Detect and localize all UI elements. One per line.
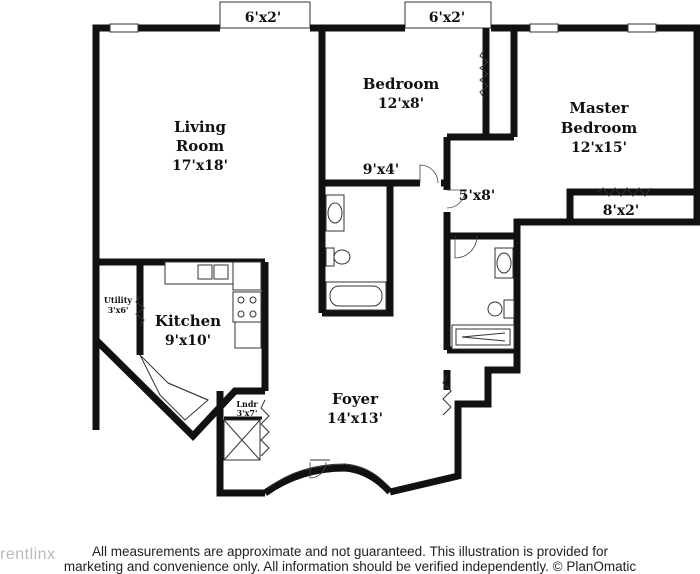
doors <box>309 164 478 479</box>
closet-dims-hall: 9'x4' <box>363 162 399 178</box>
room-name-master-2: Bedroom <box>561 119 638 137</box>
room-name-laundry: Lndr <box>236 399 258 409</box>
room-name-kitchen: Kitchen <box>155 312 221 330</box>
laundry-fixtures <box>223 416 262 461</box>
disclaimer: All measurements are approximate and not… <box>0 544 700 574</box>
exterior-walls <box>92 24 700 497</box>
balcony-right <box>404 1 492 29</box>
windows <box>109 23 657 33</box>
room-dims-bedroom: 12'x8' <box>378 96 424 112</box>
closet-dims-walk-in: 5'x8' <box>459 188 495 204</box>
room-dims-foyer: 14'x13' <box>327 411 383 427</box>
room-name-living-2: Room <box>176 137 224 155</box>
room-dims-living: 17'x18' <box>172 158 228 174</box>
room-dims-kitchen: 9'x10' <box>165 333 211 349</box>
room-dims-utility: 3'x6' <box>108 305 129 315</box>
room-dims-master: 12'x15' <box>571 140 627 156</box>
closet-dims-balcony-left: 6'x2' <box>245 10 281 26</box>
room-name-foyer: Foyer <box>332 390 379 408</box>
disclaimer-line-2: marketing and convenience only. All info… <box>63 559 637 574</box>
room-labels: Living Room 17'x18' Bedroom 12'x8' Maste… <box>104 10 639 427</box>
room-dims-laundry: 3'x7' <box>237 408 258 418</box>
entry-bay <box>262 463 393 496</box>
closet-dims-master: 8'x2' <box>603 203 639 219</box>
disclaimer-line-1: All measurements are approximate and not… <box>91 544 609 559</box>
room-name-living-1: Living <box>174 118 227 136</box>
balcony-left <box>219 1 311 29</box>
closet-doors <box>135 49 652 457</box>
kitchen-fixtures <box>139 261 262 421</box>
room-name-utility: Utility <box>104 295 132 305</box>
bath-2-fixtures <box>451 247 515 350</box>
closet-dims-balcony-right: 6'x2' <box>429 10 465 26</box>
bath-1-fixtures <box>325 194 387 311</box>
watermark: rentlinx <box>0 546 56 563</box>
room-name-bedroom: Bedroom <box>363 75 440 93</box>
room-name-master-1: Master <box>569 99 629 117</box>
